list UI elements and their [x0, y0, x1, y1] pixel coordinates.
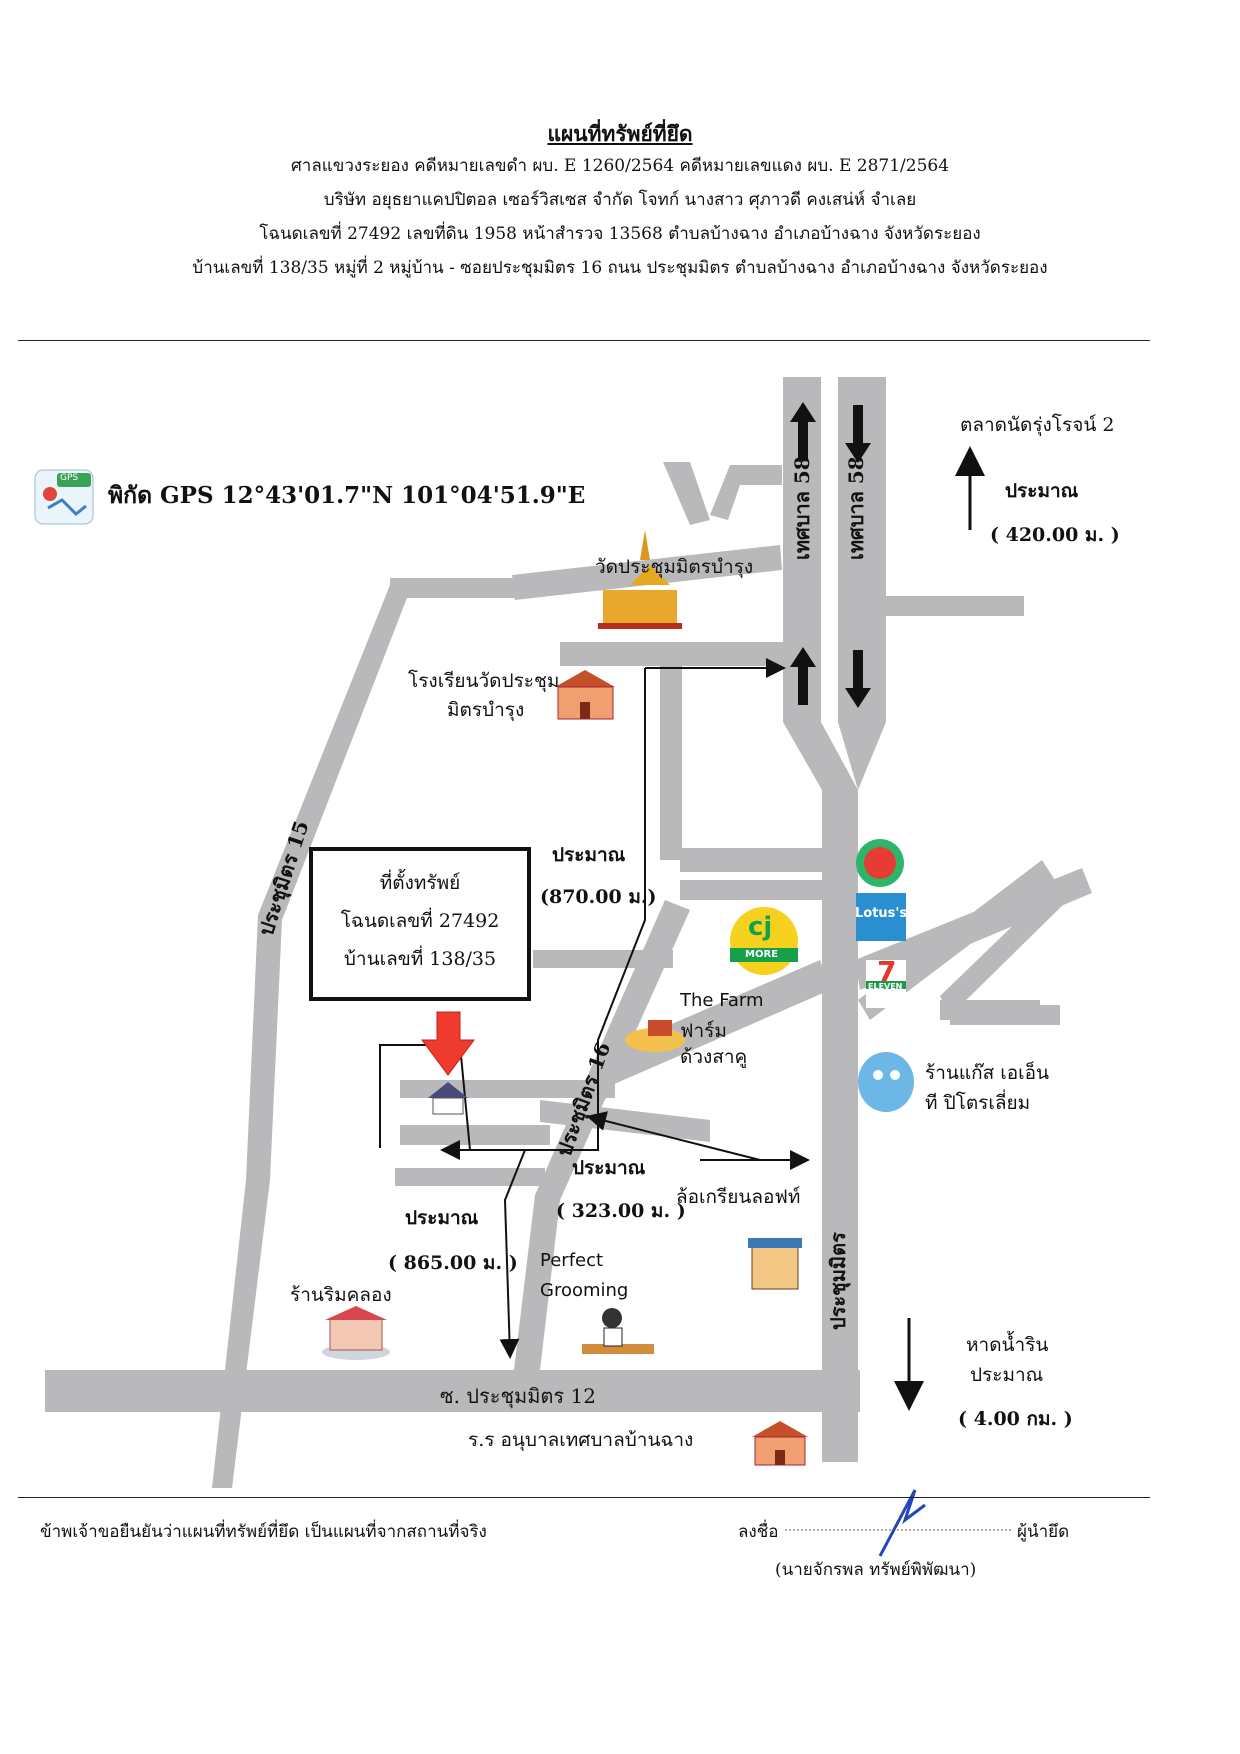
- property-marker-icon: [421, 1011, 475, 1115]
- gps-coordinates: พิกัด GPS 12°43'01.7"N 101°04'51.9"E: [108, 482, 586, 509]
- kindergarten-icon: [752, 1421, 808, 1466]
- parties-line: บริษัท อยุธยาแคปปิตอล เซอร์วิสเซส จำกัด …: [323, 190, 917, 210]
- footer-statement: ข้าพเจ้าขอยืนยันว่าแผนที่ทรัพย์ที่ยึด เป…: [40, 1522, 487, 1542]
- cj-more-logo-icon: [730, 907, 798, 975]
- grooming-icon: [582, 1308, 654, 1354]
- school-icon: [555, 670, 615, 720]
- footer-sign-label: ลงชื่อ: [738, 1522, 779, 1542]
- page-title: แผนที่ทรัพย์ที่ยึด: [547, 121, 693, 146]
- road-label-thesaban-58-left: เทศบาล 58: [790, 456, 814, 560]
- label-distance-865: ( 865.00 ม. ): [388, 1252, 518, 1274]
- deed-line: โฉนดเลขที่ 27492 เลขที่ดิน 1958 หน้าสำรว…: [259, 224, 981, 244]
- shop-icon: [748, 1238, 802, 1290]
- label-farm-th-2: ด้วงสาคู: [680, 1046, 748, 1068]
- label-seven-sub: ELEVEN: [868, 982, 903, 991]
- label-beach-distance: ( 4.00 กม. ): [958, 1408, 1073, 1430]
- label-approx-865: ประมาณ: [405, 1207, 479, 1229]
- label-cj: cj: [748, 912, 773, 942]
- property-box-title: ที่ตั้งทรัพย์: [379, 872, 461, 894]
- label-beach-approx: ประมาณ: [970, 1364, 1044, 1386]
- footer-sign-role: ผู้นำยึด: [1017, 1522, 1070, 1542]
- road-network: [45, 377, 1092, 1488]
- canal-shop-icon: [322, 1306, 390, 1360]
- label-canal-shop: ร้านริมคลอง: [290, 1284, 392, 1306]
- gas-shop-icon: [858, 1052, 914, 1112]
- temple-icon: [598, 530, 682, 629]
- gps-icon-label: GPS: [60, 473, 79, 483]
- label-kindergarten: ร.ร อนุบาลเทศบาลบ้านฉาง: [468, 1429, 694, 1451]
- label-market-distance: ( 420.00 ม. ): [990, 524, 1120, 546]
- road-label-soi-12: ซ. ประชุมมิตร 12: [440, 1384, 596, 1408]
- gps-icon: [34, 469, 94, 525]
- label-beach: หาดน้ำริน: [966, 1334, 1049, 1356]
- seven-eleven-logo-icon: [866, 960, 906, 1008]
- label-grooming-2: Grooming: [540, 1280, 629, 1301]
- farm-icon: [625, 1020, 685, 1052]
- label-gas-1: ร้านแก๊ส เอเอ็น: [925, 1062, 1050, 1084]
- label-farm-th-1: ฟาร์ม: [680, 1020, 727, 1042]
- label-grooming-1: Perfect: [540, 1250, 604, 1271]
- label-tyre-shop: ล้อเกรียนลอฟท์: [676, 1186, 801, 1208]
- label-temple: วัดประชุมมิตรบำรุง: [595, 556, 754, 578]
- signature-mark: [878, 1489, 926, 1557]
- label-school-2: มิตรบำรุง: [447, 699, 525, 721]
- cp-logo-icon: [856, 839, 904, 887]
- label-market: ตลาดนัดรุ่งโรจน์ 2: [960, 414, 1115, 436]
- label-gas-2: ที ปิโตรเลี่ยม: [925, 1092, 1031, 1114]
- label-distance-323: ( 323.00 ม. ): [556, 1200, 686, 1222]
- traffic-arrows: [790, 402, 871, 708]
- property-box-house: บ้านเลขที่ 138/35: [343, 948, 497, 970]
- top-divider: [18, 340, 1150, 341]
- label-cj-sub: MORE: [745, 949, 778, 960]
- footer-signer-name: (นายจักรพล ทรัพย์พิพัฒนา): [775, 1560, 977, 1580]
- road-label-prachummit: ประชุมมิตร: [826, 1232, 850, 1330]
- road-label-thesaban-58-right: เทศบาล 58: [844, 456, 868, 560]
- address-line: บ้านเลขที่ 138/35 หมู่ที่ 2 หมู่บ้าน - ซ…: [192, 258, 1048, 278]
- label-distance-870: (870.00 ม.): [540, 886, 657, 908]
- bottom-divider: [18, 1497, 1150, 1498]
- label-approx-870: ประมาณ: [552, 844, 626, 866]
- label-approx-323: ประมาณ: [572, 1157, 646, 1179]
- label-market-approx: ประมาณ: [1005, 480, 1079, 502]
- label-lotus: Lotus's: [855, 906, 908, 921]
- lotus-logo-icon: [856, 893, 906, 941]
- label-farm-en: The Farm: [680, 990, 764, 1011]
- property-location-box: [309, 847, 531, 1001]
- label-school-1: โรงเรียนวัดประชุม: [408, 670, 560, 692]
- court-case-line: ศาลแขวงระยอง คดีหมายเลขดำ ผบ. E 1260/256…: [290, 156, 950, 176]
- property-box-deed: โฉนดเลขที่ 27492: [340, 910, 500, 932]
- label-seven: 7: [877, 955, 897, 988]
